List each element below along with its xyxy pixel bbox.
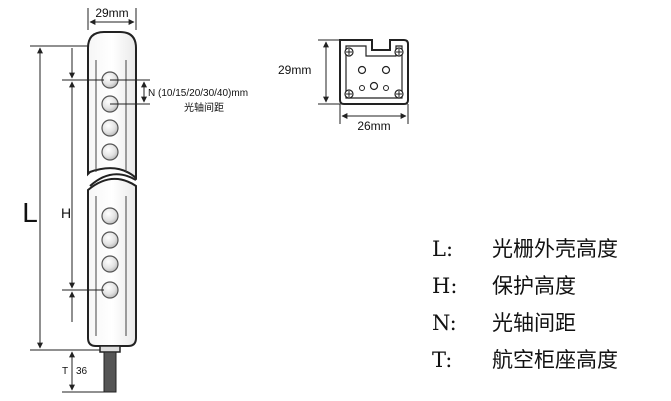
legend-desc-N: 光轴间距: [492, 311, 576, 335]
height-dimension: H: [61, 48, 104, 322]
screw-icon: [344, 89, 354, 99]
section-width-label: 26mm: [357, 119, 390, 133]
connector-dimension: T 36: [62, 349, 104, 393]
legend-key-T: T:: [432, 348, 452, 372]
height-label: H: [61, 205, 71, 221]
top-width-label: 29mm: [95, 6, 128, 20]
pitch-label: N (10/15/20/30/40)mm: [148, 88, 248, 99]
legend-key-H: H:: [432, 274, 457, 298]
screw-icon: [344, 47, 354, 57]
top-width-dimension: 29mm: [87, 6, 137, 30]
connector-value-label: 36: [76, 366, 88, 377]
length-label: L: [22, 197, 38, 228]
legend: L: 光栅外壳高度 H: 保护高度 N: 光轴间距 T: 航空柜座高度: [432, 237, 618, 372]
legend-key-N: N:: [432, 311, 457, 335]
legend-key-L: L:: [432, 237, 453, 261]
cross-section: 29mm 26mm: [278, 39, 409, 133]
pitch-sub-label: 光轴间距: [184, 101, 224, 114]
legend-desc-H: 保护高度: [492, 274, 576, 298]
legend-desc-L: 光栅外壳高度: [492, 237, 618, 261]
screw-icon: [394, 89, 404, 99]
connector-T-label: T: [62, 366, 68, 377]
curtain-body: [87, 31, 137, 393]
length-dimension: L: [22, 45, 88, 351]
section-height-label: 29mm: [278, 63, 311, 77]
pitch-dimension: N (10/15/20/30/40)mm 光轴间距: [110, 79, 248, 114]
screw-icon: [394, 47, 404, 57]
legend-desc-T: 航空柜座高度: [492, 348, 618, 372]
